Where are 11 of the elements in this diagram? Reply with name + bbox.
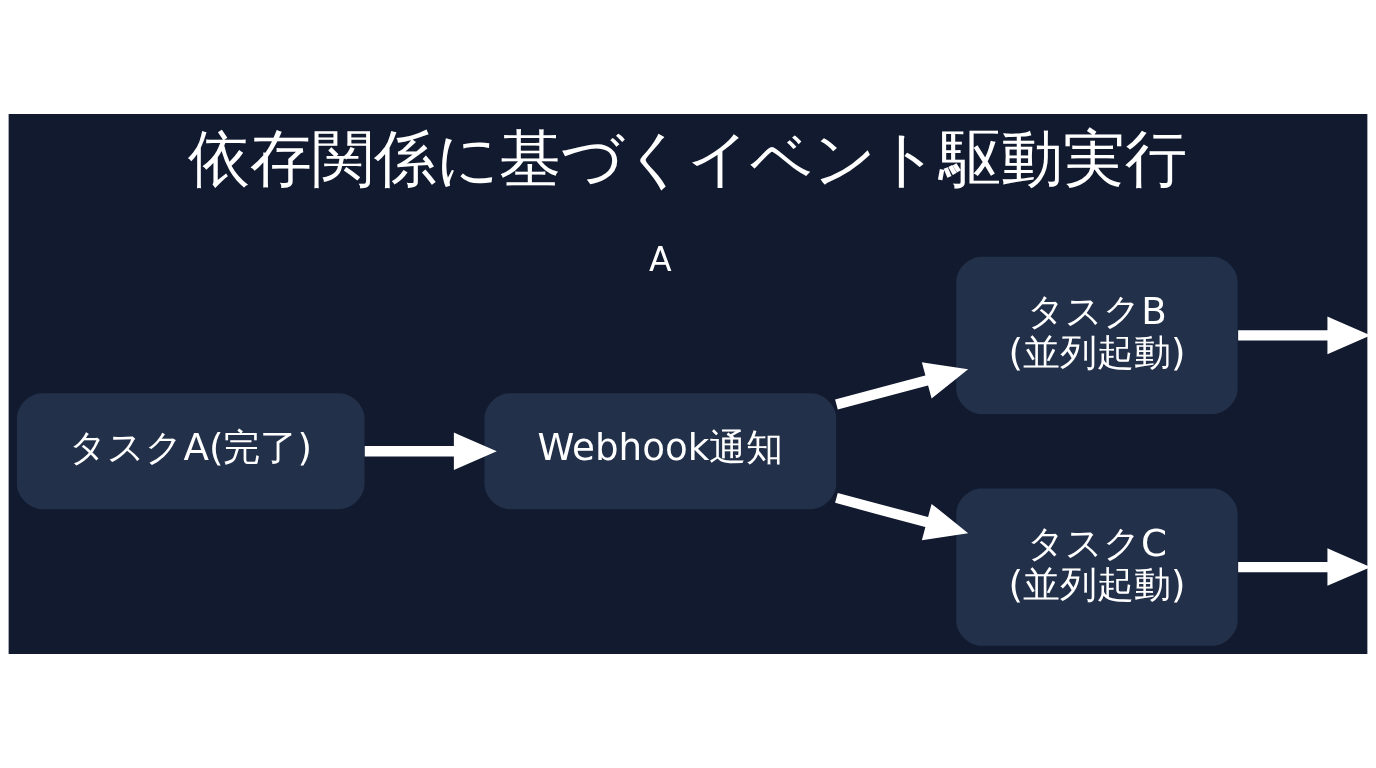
label: A [649, 239, 672, 279]
diagram-title: 依存関係に基づくイベント駆動実行 [188, 122, 1188, 196]
arrow [835, 362, 969, 410]
arrow [1238, 316, 1368, 355]
arrow [1238, 548, 1368, 586]
node-box: タスクB (並列起動) [956, 256, 1238, 414]
node-box: タスクC (並列起動) [956, 488, 1238, 646]
arrow [835, 492, 969, 541]
node-box: タスクA(完了) [16, 393, 365, 510]
node-box: Webhook通知 [484, 393, 837, 510]
arrow [364, 432, 497, 470]
